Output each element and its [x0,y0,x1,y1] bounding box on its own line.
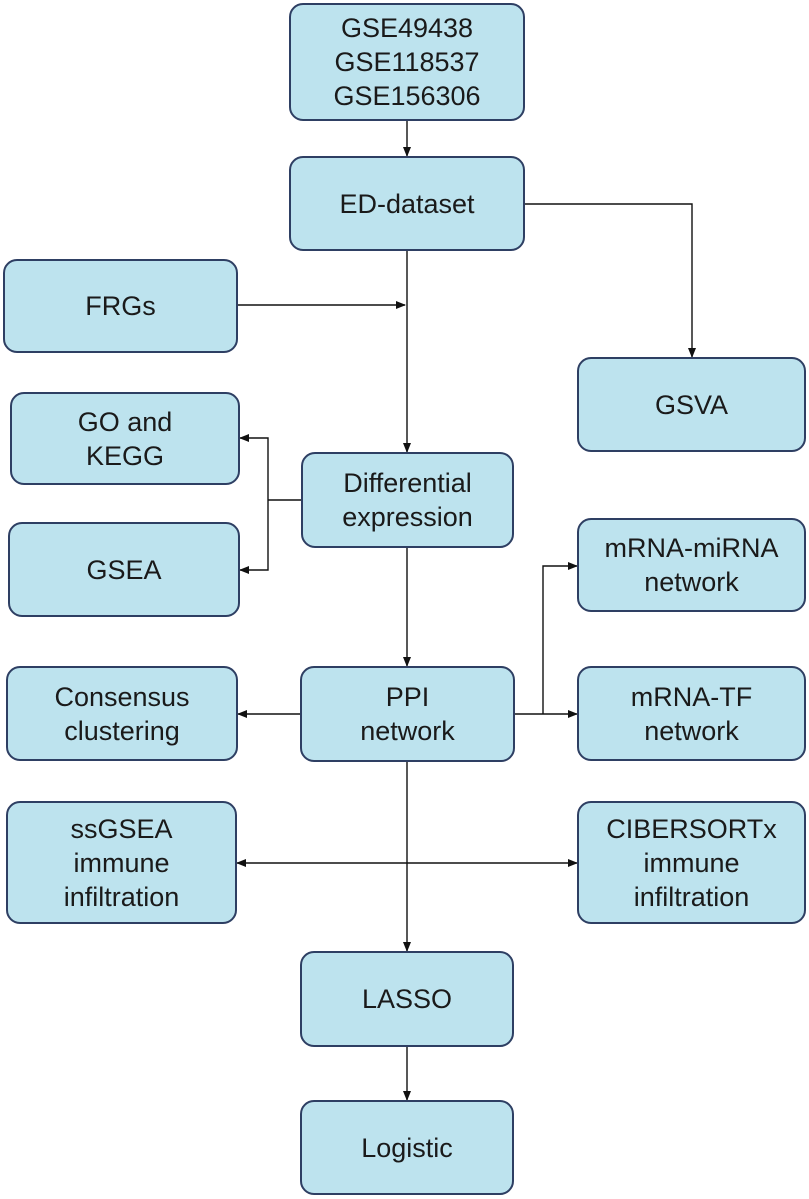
ssgsea-immune-infiltration-box: ssGSEA immune infiltration [6,801,237,924]
frgs-box: FRGs [3,259,238,353]
arrow-to-go-kegg [239,434,269,500]
differential-expression-box: Differential expression [301,452,514,548]
differential-expression-label: Differential expression [342,468,473,532]
gse-datasets-box: GSE49438 GSE118537 GSE156306 [289,3,525,121]
cibersortx-immune-infiltration-label: CIBERSORTx immune infiltration [606,813,777,912]
lasso-box: LASSO [300,951,514,1047]
arrow-ppi-to-mrna-mirna [542,562,578,714]
go-kegg-label: GO and KEGG [77,406,173,471]
arrow-ed-dataset-to-gsva [525,203,696,358]
gse-datasets-label: GSE49438 GSE118537 GSE156306 [333,13,481,111]
ssgsea-immune-infiltration-label: ssGSEA immune infiltration [63,813,180,912]
ppi-network-box: PPI network [300,666,515,762]
gsea-box: GSEA [8,522,240,617]
mrna-tf-network-box: mRNA-TF network [577,666,806,761]
frgs-label: FRGs [85,291,156,321]
gsea-label: GSEA [86,554,162,585]
logistic-label: Logistic [361,1132,453,1163]
consensus-clustering-box: Consensus clustering [6,666,238,761]
arrow-to-gsea [239,500,269,574]
mrna-tf-network-label: mRNA-TF network [630,681,753,746]
logistic-box: Logistic [300,1100,514,1195]
gsva-box: GSVA [577,357,806,452]
ed-dataset-box: ED-dataset [289,156,525,251]
ed-dataset-label: ED-dataset [339,188,475,219]
ppi-network-label: PPI network [360,682,455,746]
cibersortx-immune-infiltration-box: CIBERSORTx immune infiltration [577,801,806,924]
mrna-mirna-network-label: mRNA-miRNA network [604,533,779,597]
lasso-label: LASSO [361,984,453,1014]
consensus-clustering-label: Consensus clustering [54,681,190,746]
gsva-label: GSVA [654,389,729,420]
go-kegg-box: GO and KEGG [10,392,240,485]
mrna-mirna-network-box: mRNA-miRNA network [577,518,806,612]
